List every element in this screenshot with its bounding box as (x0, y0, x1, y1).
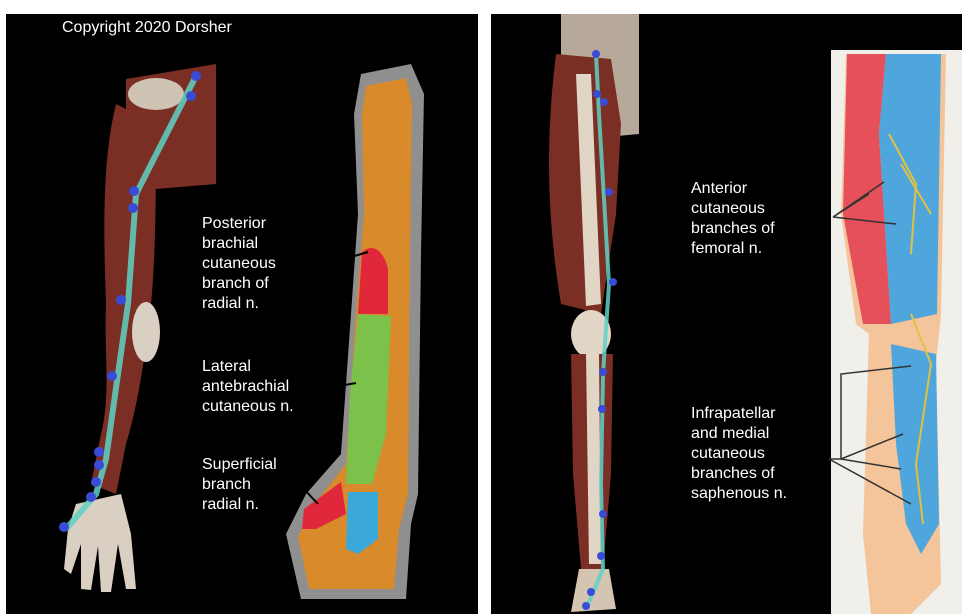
acupoint (94, 447, 104, 457)
posterior-brachial-zone (358, 248, 388, 314)
humeral-head (128, 78, 184, 110)
label-infrapatellar: Infrapatellar and medial cutaneous branc… (691, 404, 787, 504)
acupoint (592, 50, 600, 58)
acupoint (116, 295, 126, 305)
panel-a-arm: Copyright 2020 Dorsher (6, 14, 478, 614)
acupoint (593, 90, 601, 98)
acupoint (186, 91, 196, 101)
acupoint (600, 98, 608, 106)
acupoint (91, 477, 101, 487)
acupoint (191, 71, 201, 81)
arm-illustration (6, 14, 478, 614)
acupoint (94, 460, 104, 470)
label-lateral-antebrachial: Lateral antebrachial cutaneous n. (202, 357, 294, 417)
acupoint (582, 602, 590, 610)
acupoint (128, 203, 138, 213)
acupoint (605, 188, 613, 196)
acupoint (598, 405, 606, 413)
acupoint (129, 186, 139, 196)
acupoint (597, 552, 605, 560)
acupoint (107, 371, 117, 381)
acupoint (599, 510, 607, 518)
acupoint (59, 522, 69, 532)
leg-illustration (491, 14, 962, 614)
acupoint (599, 368, 607, 376)
label-superficial-branch: Superficial branch radial n. (202, 455, 277, 515)
label-posterior-brachial: Posterior brachial cutaneous branch of r… (202, 214, 276, 314)
acupoint (609, 278, 617, 286)
label-anterior-femoral: Anterior cutaneous branches of femoral n… (691, 179, 775, 259)
acupoint (86, 492, 96, 502)
elbow-bone (132, 302, 160, 362)
hand-bones (64, 494, 136, 592)
panel-b-leg: Anterior cutaneous branches of femoral n… (491, 14, 962, 614)
acupoint (587, 588, 595, 596)
